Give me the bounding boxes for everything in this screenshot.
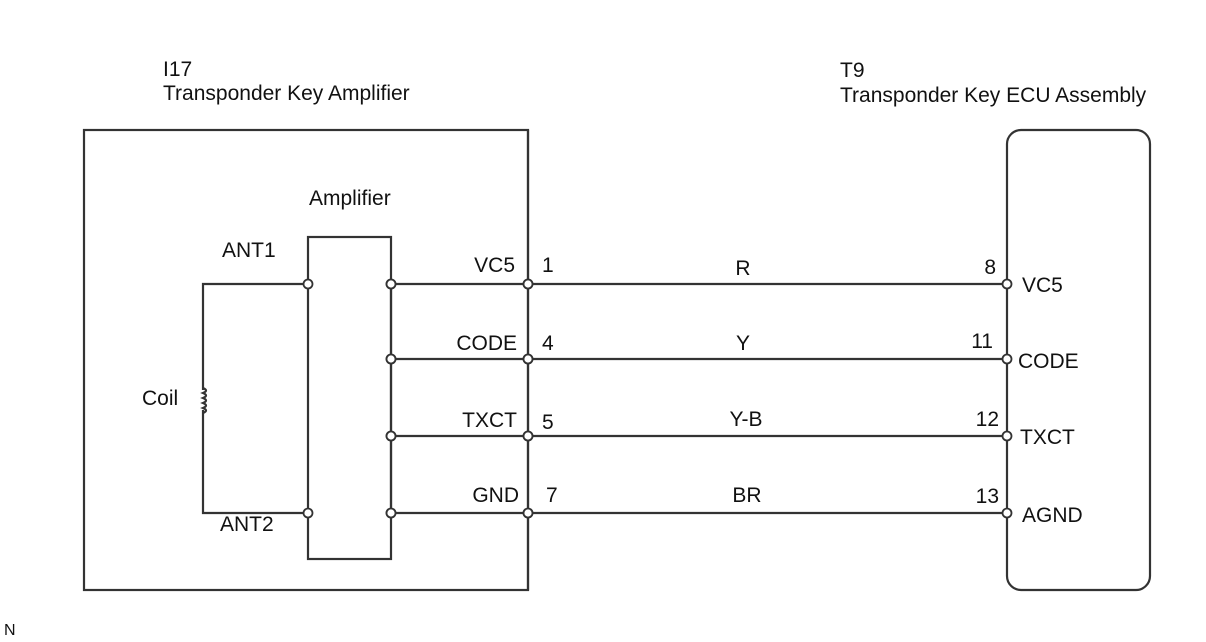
ecu-module-name: Transponder Key ECU Assembly xyxy=(840,84,1147,107)
amp-pin-number-7: 7 xyxy=(546,484,558,507)
amp-gnd-node-top xyxy=(385,507,397,519)
amp-code-node-top xyxy=(385,353,397,365)
pin-overlay xyxy=(385,278,534,519)
coil-symbol xyxy=(200,386,208,415)
amp-terminal-vc5: VC5 xyxy=(474,254,515,277)
coil-top-wire xyxy=(201,282,308,390)
amplifier-module-code: I17 xyxy=(163,58,192,81)
wire-color-y: Y xyxy=(736,332,750,355)
amp-pin-number-5: 5 xyxy=(542,411,554,434)
ecu-code-pin xyxy=(1001,353,1013,365)
wire-txct: TXCT 5 Y-B 12 TXCT xyxy=(385,408,1075,449)
ecu-agnd-pin xyxy=(1001,507,1013,519)
ant2-label: ANT2 xyxy=(220,513,274,536)
amp-terminal-txct: TXCT xyxy=(462,409,517,432)
amp-pin-7-top xyxy=(522,507,534,519)
corner-mark: N xyxy=(4,622,16,639)
ant1-label: ANT1 xyxy=(222,239,276,262)
ecu-vc5-pin xyxy=(1001,278,1013,290)
wire-code: CODE 4 Y 11 CODE xyxy=(385,330,1079,373)
ecu-module-code: T9 xyxy=(840,59,865,82)
amp-pin-number-4: 4 xyxy=(542,332,554,355)
amplifier-block-label: Amplifier xyxy=(309,187,391,210)
amp-terminal-code: CODE xyxy=(456,332,517,355)
ecu-terminal-txct: TXCT xyxy=(1020,426,1075,449)
wire-color-r: R xyxy=(735,257,750,280)
ecu-txct-pin xyxy=(1001,430,1013,442)
ecu-pin-number-8: 8 xyxy=(984,256,996,279)
wire-color-br: BR xyxy=(732,484,761,507)
amplifier-block xyxy=(306,235,393,561)
coil-bottom-wire xyxy=(201,410,308,515)
ecu-pin-number-12: 12 xyxy=(976,408,999,431)
ant1-pin xyxy=(302,278,314,290)
amp-pin-4-top xyxy=(522,353,534,365)
amplifier-module-name: Transponder Key Amplifier xyxy=(163,82,410,105)
amp-txct-node-top xyxy=(385,430,397,442)
ant2-pin xyxy=(302,507,314,519)
coil-label: Coil xyxy=(142,387,178,410)
ecu-terminal-code: CODE xyxy=(1018,350,1079,373)
ecu-terminal-agnd: AGND xyxy=(1022,504,1083,527)
amp-terminal-gnd: GND xyxy=(472,484,519,507)
amp-pin-1-top xyxy=(522,278,534,290)
wire-gnd: GND 7 BR 13 AGND xyxy=(385,484,1083,527)
ecu-pin-number-11: 11 xyxy=(971,330,993,353)
amp-pin-5-top xyxy=(522,430,534,442)
ecu-pin-number-13: 13 xyxy=(976,485,999,508)
wire-vc5: VC5 1 R 8 VC5 xyxy=(385,254,1063,297)
amp-vc5-node-top xyxy=(385,278,397,290)
wire-color-y-b: Y-B xyxy=(729,408,762,431)
ecu-terminal-vc5: VC5 xyxy=(1022,274,1063,297)
amp-pin-number-1: 1 xyxy=(542,254,554,277)
